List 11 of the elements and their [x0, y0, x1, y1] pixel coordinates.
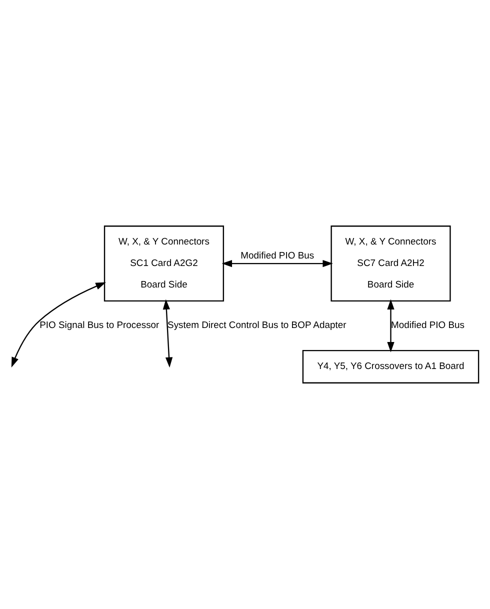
- edge-label: Modified PIO Bus: [391, 320, 464, 332]
- node-box: W, X, & Y Connectors SC1 Card A2G2 Board Side: [104, 226, 224, 302]
- node-box: Y4, Y5, Y6 Crossovers to A1 Board: [302, 350, 480, 384]
- edge-label: Modified PIO Bus: [240, 250, 314, 262]
- arrow: [387, 299, 394, 352]
- arrow: [11, 282, 106, 368]
- node-box: W, X, & Y Connectors SC7 Card A2H2 Board Side: [330, 226, 451, 302]
- arrow: [162, 299, 173, 368]
- edge-label: System Direct Control Bus to BOP Adapter: [168, 320, 346, 332]
- edge-label: PIO Signal Bus to Processor: [40, 320, 160, 332]
- arrow: [222, 260, 333, 268]
